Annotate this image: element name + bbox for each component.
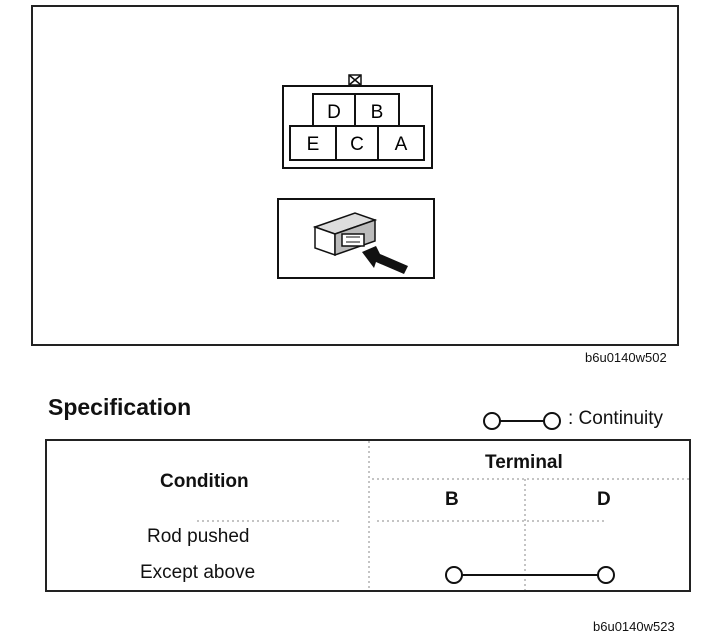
row-condition-rod-pushed: Rod pushed xyxy=(147,526,250,547)
terminal-D-header: D xyxy=(597,489,611,510)
pin-B-box xyxy=(354,93,400,129)
connector-lock-icon xyxy=(348,74,362,86)
connector-body-icon xyxy=(312,212,378,257)
continuity-mark-except-above xyxy=(445,566,615,584)
section-title: Specification xyxy=(48,394,192,420)
pin-C-box xyxy=(335,125,379,161)
header-condition: Condition xyxy=(160,471,249,492)
connector-illustration: D B E C A xyxy=(277,74,435,279)
pin-label-C: C xyxy=(350,134,364,155)
row-condition-except-above: Except above xyxy=(140,562,256,583)
pin-label-E: E xyxy=(307,134,320,155)
pin-A-box xyxy=(377,125,425,161)
terminal-B-header: B xyxy=(445,489,459,510)
pin-label-B: B xyxy=(371,102,384,123)
specification-table: Condition Terminal B D Rod pushed Except… xyxy=(45,439,691,592)
continuity-legend-symbol xyxy=(483,412,561,430)
header-terminal: Terminal xyxy=(485,452,563,473)
diagram-code: b6u0140w502 xyxy=(585,350,667,365)
table-grid-lines xyxy=(197,441,689,590)
connector-diagram-frame xyxy=(31,5,679,346)
view-arrow-icon xyxy=(362,246,408,274)
table-code: b6u0140w523 xyxy=(593,619,675,634)
pin-label-D: D xyxy=(327,102,341,123)
continuity-legend-label: : Continuity xyxy=(568,408,664,429)
pin-label-A: A xyxy=(395,134,408,155)
